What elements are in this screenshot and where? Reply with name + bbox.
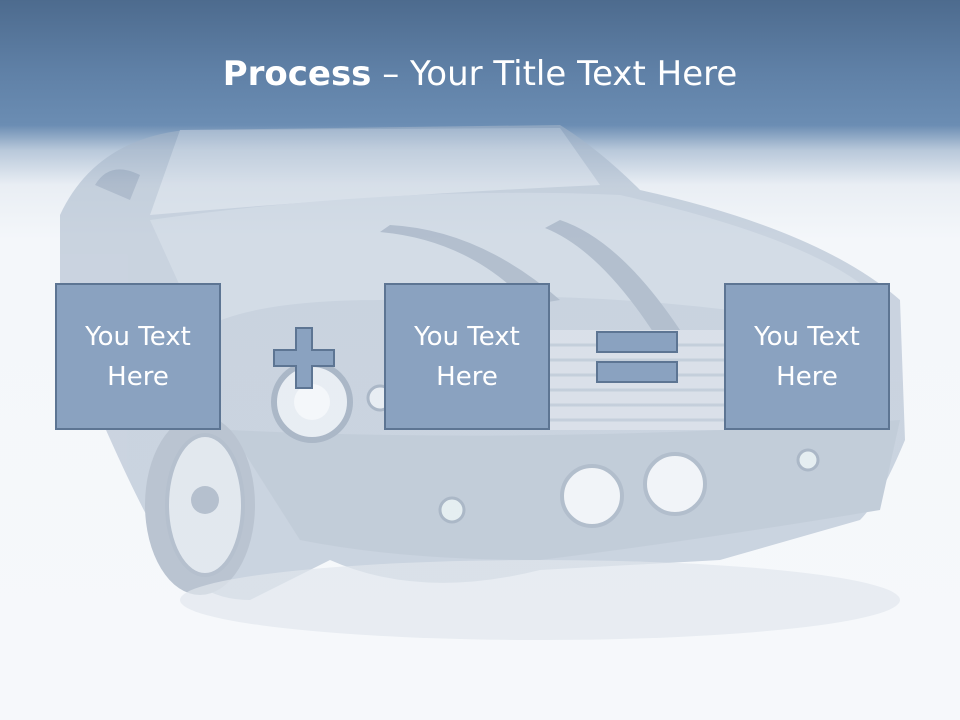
process-box-1: You Text Here: [55, 283, 221, 430]
process-box-3: You Text Here: [724, 283, 890, 430]
process-box-2-label: You Text Here: [414, 321, 520, 392]
title-bold: Process: [222, 54, 372, 94]
process-box-1-label: You Text Here: [85, 321, 191, 392]
equals-icon: [596, 331, 678, 383]
plus-icon: [273, 327, 335, 389]
process-box-3-label: You Text Here: [754, 321, 860, 392]
process-box-2: You Text Here: [384, 283, 550, 430]
title-rest: – Your Title Text Here: [371, 54, 738, 94]
page-title: Process – Your Title Text Here: [0, 52, 960, 96]
